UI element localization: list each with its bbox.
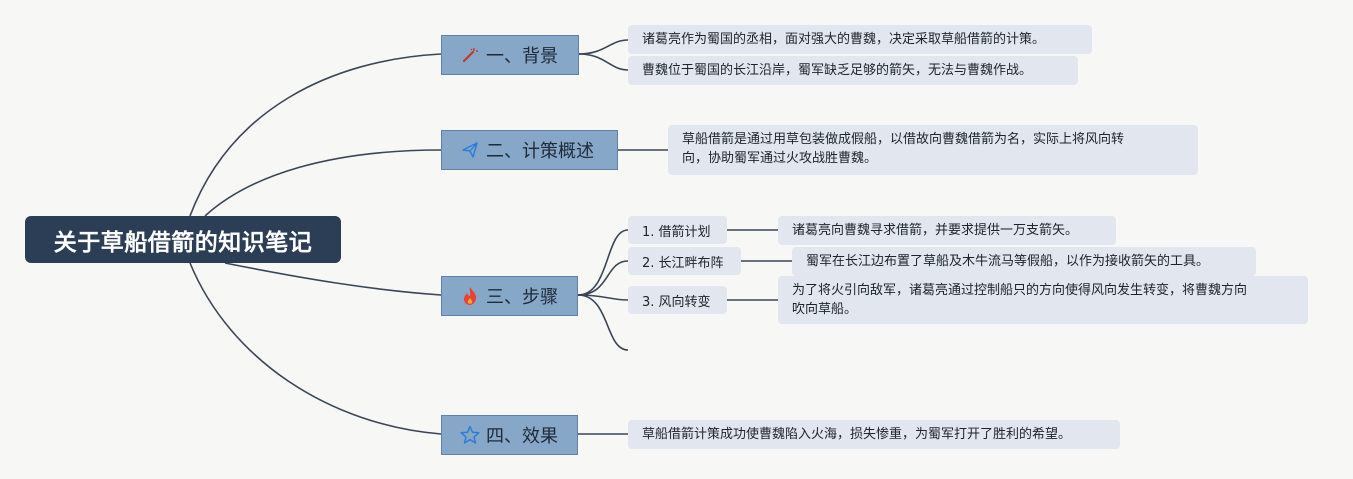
overview-note-line-1: 草船借箭是通过用草包装做成假船，以借故向曹魏借箭为名，实际上将风向转 bbox=[682, 132, 1125, 147]
branch-overview[interactable]: 二、计策概述 bbox=[441, 130, 618, 170]
step-item-3[interactable]: 3. 风向转变 bbox=[628, 286, 727, 314]
step-1-detail-text: 诸葛亮向曹魏寻求借箭，并要求提供一万支箭矢。 bbox=[792, 223, 1079, 238]
root-topic[interactable]: 关于草船借箭的知识笔记 bbox=[25, 216, 341, 263]
step-2-detail-text: 蜀军在长江边布置了草船及木牛流马等假船，以作为接收箭矢的工具。 bbox=[806, 254, 1210, 269]
link-root-background bbox=[189, 53, 442, 217]
step-3-detail-line-2: 吹向草船。 bbox=[792, 302, 858, 317]
branch-background-label: 一、背景 bbox=[486, 46, 558, 67]
background-note-2-text: 曹魏位于蜀国的长江沿岸，蜀军缺乏足够的箭矢，无法与曹魏作战。 bbox=[642, 63, 1033, 78]
branch-steps[interactable]: 三、步骤 bbox=[441, 276, 578, 316]
link-root-effect bbox=[189, 262, 442, 435]
step-3-detail-line-1: 为了将火引向敌军，诸葛亮通过控制船只的方向使得风向发生转变，将曹魏方向 bbox=[792, 283, 1248, 298]
step-1-detail[interactable]: 诸葛亮向曹魏寻求借箭，并要求提供一万支箭矢。 bbox=[778, 216, 1116, 245]
link-root-overview bbox=[204, 149, 442, 217]
root-title: 关于草船借箭的知识笔记 bbox=[53, 229, 313, 256]
star-outline-icon bbox=[460, 425, 480, 445]
effect-note[interactable]: 草船借箭计策成功使曹魏陷入火海，损失惨重，为蜀军打开了胜利的希望。 bbox=[628, 420, 1120, 449]
link-background-note-2 bbox=[578, 53, 629, 71]
fire-icon bbox=[460, 286, 480, 306]
step-item-2-label: 2. 长江畔布阵 bbox=[642, 255, 724, 271]
branch-background[interactable]: 一、背景 bbox=[441, 35, 579, 75]
link-root-steps bbox=[224, 262, 442, 296]
background-note-1-text: 诸葛亮作为蜀国的丞相，面对强大的曹魏，决定采取草船借箭的计策。 bbox=[642, 32, 1046, 47]
branch-steps-label: 三、步骤 bbox=[486, 287, 558, 308]
link-steps-4 bbox=[577, 294, 629, 351]
background-note-2[interactable]: 曹魏位于蜀国的长江沿岸，蜀军缺乏足够的箭矢，无法与曹魏作战。 bbox=[628, 56, 1078, 85]
step-item-1-label: 1. 借箭计划 bbox=[642, 224, 711, 240]
step-item-2[interactable]: 2. 长江畔布阵 bbox=[628, 247, 741, 275]
paper-plane-icon bbox=[460, 140, 480, 160]
step-2-detail[interactable]: 蜀军在长江边布置了草船及木牛流马等假船，以作为接收箭矢的工具。 bbox=[792, 247, 1256, 276]
link-background-note-1 bbox=[578, 39, 629, 55]
overview-note-line-2: 向，协助蜀军通过火攻战胜曹魏。 bbox=[682, 151, 878, 166]
step-3-detail[interactable]: 为了将火引向敌军，诸葛亮通过控制船只的方向使得风向发生转变，将曹魏方向 吹向草船… bbox=[778, 276, 1308, 324]
magic-wand-icon bbox=[460, 45, 480, 65]
effect-note-text: 草船借箭计策成功使曹魏陷入火海，损失惨重，为蜀军打开了胜利的希望。 bbox=[642, 427, 1072, 442]
overview-note[interactable]: 草船借箭是通过用草包装做成假船，以借故向曹魏借箭为名，实际上将风向转 向，协助蜀… bbox=[668, 125, 1198, 175]
background-note-1[interactable]: 诸葛亮作为蜀国的丞相，面对强大的曹魏，决定采取草船借箭的计策。 bbox=[628, 25, 1092, 54]
link-steps-1 bbox=[577, 229, 629, 296]
step-item-1[interactable]: 1. 借箭计划 bbox=[628, 216, 727, 244]
branch-overview-label: 二、计策概述 bbox=[486, 141, 594, 162]
link-steps-2 bbox=[577, 260, 629, 296]
branch-effect-label: 四、效果 bbox=[486, 426, 558, 447]
step-item-3-label: 3. 风向转变 bbox=[642, 294, 711, 310]
branch-effect[interactable]: 四、效果 bbox=[441, 415, 578, 455]
